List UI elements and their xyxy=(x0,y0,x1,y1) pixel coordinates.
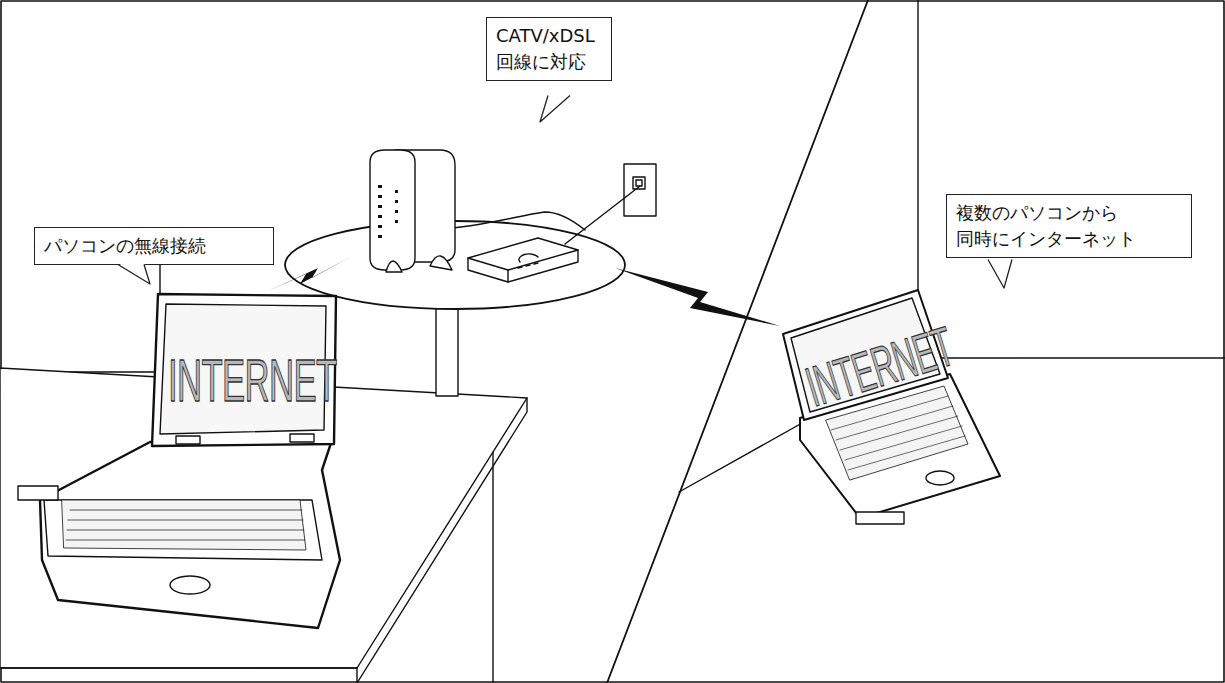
right-room xyxy=(679,0,1225,492)
cable xyxy=(565,186,640,244)
callout-box: 複数のパソコンから 同時にインターネット xyxy=(946,194,1192,258)
modem xyxy=(468,238,578,282)
callout-text: パソコンの無線接続 xyxy=(44,233,264,259)
callout-box: CATV/xDSL 回線に対応 xyxy=(486,17,612,81)
callout-box: パソコンの無線接続 xyxy=(34,227,274,265)
callout-tail xyxy=(988,258,1012,288)
callout-tail xyxy=(540,94,570,122)
callout-tail xyxy=(540,96,570,123)
callout-text: 複数のパソコンから 同時にインターネット xyxy=(956,200,1182,252)
callout-tail xyxy=(988,260,1012,289)
router xyxy=(370,150,455,272)
callout-tail xyxy=(118,263,150,284)
wall-jack xyxy=(624,164,656,216)
wireless-signal xyxy=(266,256,352,292)
wireless-signal xyxy=(615,268,780,326)
laptop xyxy=(18,294,340,628)
callout-tail xyxy=(118,265,150,285)
screen-text: INTERNET xyxy=(168,352,337,411)
callout-text: CATV/xDSL 回線に対応 xyxy=(496,23,602,75)
laptop xyxy=(783,290,1000,524)
